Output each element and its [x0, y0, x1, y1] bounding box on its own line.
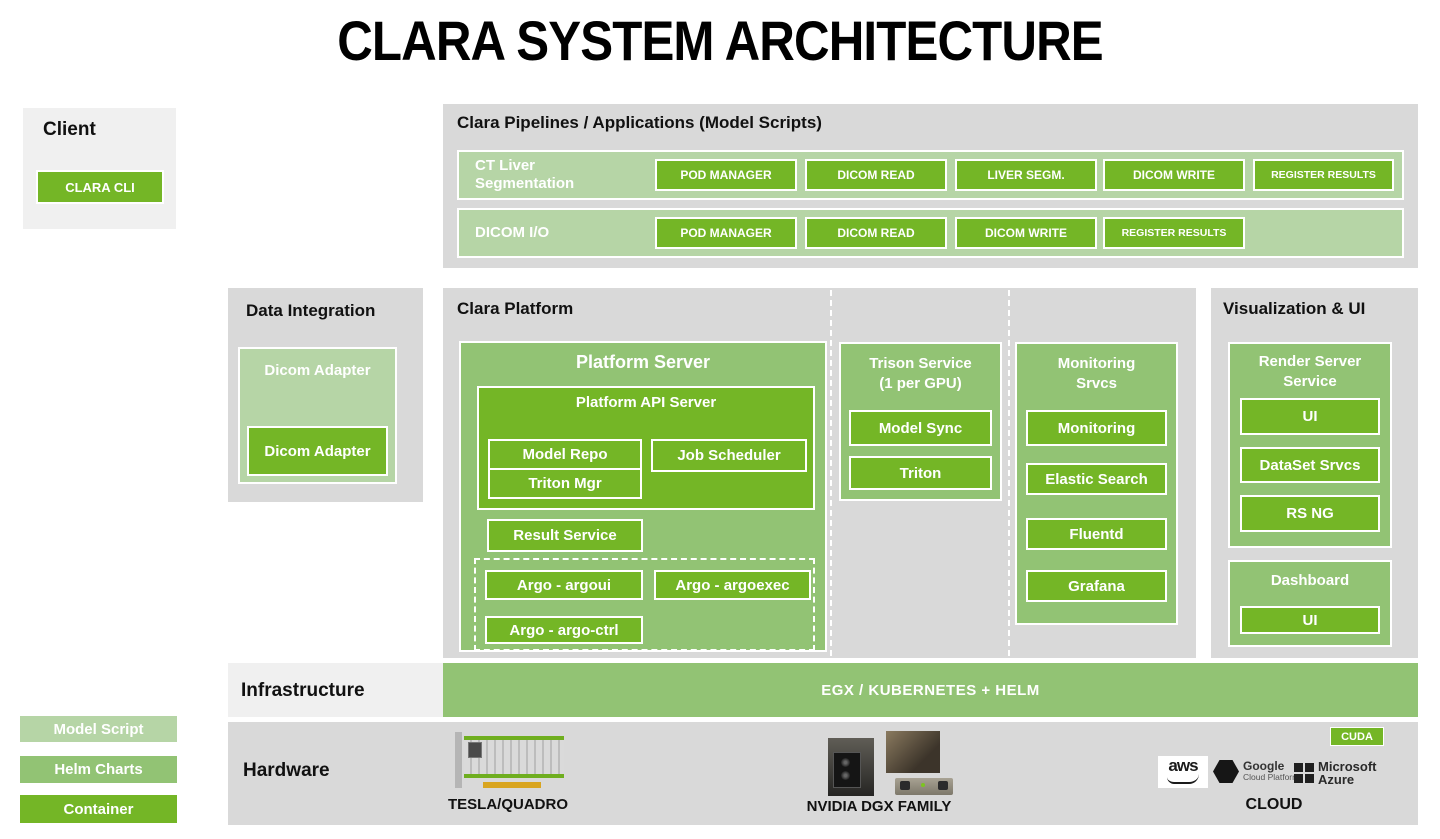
model-sync-node: Model Sync	[849, 410, 992, 446]
fluentd-node: Fluentd	[1026, 518, 1167, 550]
pipeline-step: DICOM WRITE	[1103, 159, 1245, 191]
azure-wordmark: Azure	[1318, 772, 1355, 787]
dgx-tower-image	[886, 731, 940, 773]
pipeline-row-label: DICOM I/O	[475, 224, 550, 241]
cuda-badge: CUDA	[1330, 727, 1384, 746]
legend-container: Container	[20, 795, 177, 823]
platform-server: Platform Server Platform API Server Mode…	[459, 341, 827, 652]
microsoft-wordmark: Microsoft	[1318, 759, 1377, 774]
platform-api-server-title: Platform API Server	[575, 394, 717, 411]
visualization-panel: Visualization & UI Render Server Service…	[1211, 288, 1418, 658]
clara-cli-node: CLARA CLI	[36, 170, 164, 204]
dashboard-title: Dashboard	[1270, 572, 1350, 589]
microsoft-azure-logo: Microsoft Azure	[1318, 760, 1377, 786]
dicom-adapter-outer-label: Dicom Adapter	[264, 362, 371, 379]
google-wordmark: Google	[1243, 759, 1285, 773]
aws-wordmark: aws	[1168, 756, 1198, 775]
grafana-node: Grafana	[1026, 570, 1167, 602]
dataset-srvcs-node: DataSet Srvcs	[1240, 447, 1380, 483]
google-cloud-logo: Google Cloud Platform	[1243, 760, 1299, 782]
render-ui-node: UI	[1240, 398, 1380, 435]
pipeline-step: DICOM WRITE	[955, 217, 1097, 249]
argo-argoui-node: Argo - argoui	[485, 570, 643, 600]
model-repo-node: Model Repo	[488, 439, 642, 470]
hardware-panel: Hardware TESLA/QUADRO NVIDIA DGX FAMILY …	[228, 722, 1418, 825]
gpu-green-stripe	[464, 736, 564, 740]
visualization-title: Visualization & UI	[1223, 299, 1366, 318]
gpu-bracket	[455, 732, 462, 788]
google-cloud-platform-text: Cloud Platform	[1243, 772, 1300, 782]
dashboard-box: Dashboard UI	[1228, 560, 1392, 647]
infrastructure-label-box: Infrastructure	[228, 663, 443, 717]
argo-group: Argo - argoui Argo - argoexec Argo - arg…	[474, 558, 815, 651]
rack-led	[921, 783, 925, 787]
triton-mgr-node: Triton Mgr	[488, 468, 642, 499]
dicom-adapter-outer: Dicom Adapter Dicom Adapter	[238, 347, 397, 484]
dgx-rackmount-image	[895, 778, 953, 795]
dgx-station-image	[828, 738, 874, 796]
nvidia-dgx-family-label: NVIDIA DGX FAMILY	[806, 798, 952, 815]
aws-smile-icon	[1167, 774, 1199, 784]
data-integration-panel: Data Integration Dicom Adapter Dicom Ada…	[228, 288, 423, 502]
pipeline-step: REGISTER RESULTS	[1253, 159, 1394, 191]
pipeline-row-label: CT Liver Segmentation	[475, 157, 575, 192]
client-title: Client	[43, 119, 96, 140]
dicom-adapter-inner: Dicom Adapter	[247, 426, 388, 476]
aws-logo: aws	[1158, 756, 1208, 788]
result-service-node: Result Service	[487, 519, 643, 552]
tesla-quadro-gpu-image	[455, 730, 569, 792]
gpu-chip	[468, 742, 482, 758]
rack-handle	[900, 781, 910, 790]
data-integration-title: Data Integration	[246, 301, 376, 320]
render-server-service: Render Server Service UI DataSet Srvcs R…	[1228, 342, 1392, 548]
column-divider	[830, 290, 832, 656]
render-server-title: Render Server Service	[1258, 353, 1362, 390]
rack-handle	[938, 781, 948, 790]
page-title: CLARA SYSTEM ARCHITECTURE	[337, 9, 1103, 72]
pipeline-step: POD MANAGER	[655, 217, 797, 249]
egx-kubernetes-bar: EGX / KUBERNETES + HELM	[443, 663, 1418, 717]
hardware-title: Hardware	[243, 760, 330, 781]
argo-argoexec-node: Argo - argoexec	[654, 570, 811, 600]
dgx-fan-icon	[841, 758, 850, 767]
google-cloud-hexagon-icon	[1213, 760, 1239, 783]
legend-helm-charts: Helm Charts	[20, 756, 177, 783]
argo-argo-ctrl-node: Argo - argo-ctrl	[485, 616, 643, 644]
rs-ng-node: RS NG	[1240, 495, 1380, 532]
pipeline-step: DICOM READ	[805, 217, 947, 249]
pipeline-step: LIVER SEGM.	[955, 159, 1097, 191]
platform-server-title: Platform Server	[575, 352, 711, 372]
infrastructure-title: Infrastructure	[241, 680, 365, 701]
monitoring-srvcs-title: Monitoring Srvcs	[1057, 355, 1136, 392]
legend-model-script: Model Script	[20, 716, 177, 742]
elastic-search-node: Elastic Search	[1026, 463, 1167, 495]
clara-platform-panel: Clara Platform Platform Server Platform …	[443, 288, 1196, 658]
monitoring-node: Monitoring	[1026, 410, 1167, 446]
monitoring-srvcs: Monitoring Srvcs Monitoring Elastic Sear…	[1015, 342, 1178, 625]
cloud-label: CLOUD	[1245, 796, 1303, 813]
triton-node: Triton	[849, 456, 992, 490]
pipelines-title: Clara Pipelines / Applications (Model Sc…	[457, 113, 822, 132]
pipeline-step: POD MANAGER	[655, 159, 797, 191]
tesla-quadro-label: TESLA/QUADRO	[448, 796, 568, 813]
pipeline-row-dicom-io: DICOM I/O POD MANAGER DICOM READ DICOM W…	[457, 208, 1404, 258]
platform-api-server: Platform API Server Model Repo Job Sched…	[477, 386, 815, 510]
job-scheduler-node: Job Scheduler	[651, 439, 807, 472]
pipelines-panel: Clara Pipelines / Applications (Model Sc…	[443, 104, 1418, 268]
microsoft-flag-icon	[1294, 763, 1314, 783]
pipeline-step: DICOM READ	[805, 159, 947, 191]
pipeline-row-ct-liver: CT Liver Segmentation POD MANAGER DICOM …	[457, 150, 1404, 200]
dgx-fan-icon	[841, 771, 850, 780]
gpu-connector	[483, 782, 541, 788]
pipeline-step: REGISTER RESULTS	[1103, 217, 1245, 249]
client-panel: Client CLARA CLI	[23, 108, 176, 229]
trison-service: Trison Service (1 per GPU) Model Sync Tr…	[839, 342, 1002, 501]
trison-service-title: Trison Service (1 per GPU)	[869, 355, 972, 392]
gpu-green-stripe	[464, 774, 564, 778]
clara-platform-title: Clara Platform	[457, 299, 574, 318]
dashboard-ui-node: UI	[1240, 606, 1380, 634]
column-divider	[1008, 290, 1010, 656]
